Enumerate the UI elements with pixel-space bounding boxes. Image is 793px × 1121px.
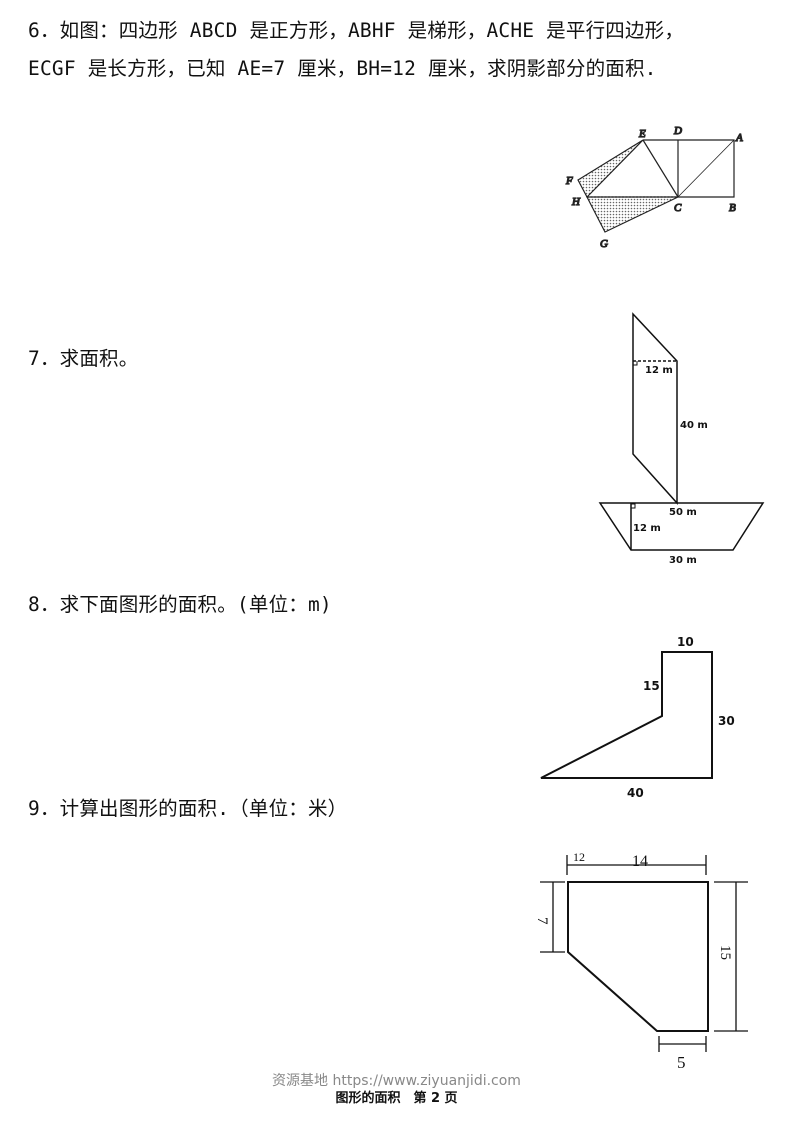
shaded-triangle-feh: [577, 139, 644, 199]
page-footer: 图形的面积 第 2 页: [335, 1091, 458, 1106]
label-12m-bottom: 12 m: [633, 523, 661, 534]
shaded-triangle-hcg: [586, 196, 679, 233]
label-30m: 30 m: [669, 555, 697, 566]
label-50m: 50 m: [669, 507, 697, 518]
label-G: G: [600, 238, 608, 250]
label-D: D: [673, 125, 682, 137]
label-15: 15: [717, 945, 733, 960]
label-40m: 40 m: [680, 420, 708, 431]
label-15: 15: [643, 679, 660, 693]
question-6-line2: ECGF 是长方形，已知 AE=7 厘米，BH=12 厘米，求阴影部分的面积.: [28, 57, 657, 80]
label-14: 14: [632, 853, 648, 870]
question-6-line1: 6．如图：四边形 ABCD 是正方形，ABHF 是梯形，ACHE 是平行四边形，: [28, 19, 685, 42]
label-12m-top: 12 m: [645, 365, 673, 376]
question-7: 7．求面积。: [28, 347, 139, 370]
label-5: 5: [677, 1053, 686, 1072]
figure-7: 12 m 40 m 50 m 12 m 30 m: [598, 312, 765, 566]
figure-6: E D A F H C B G: [564, 124, 743, 250]
label-10: 10: [677, 635, 694, 649]
label-A: A: [735, 132, 743, 144]
label-E: E: [638, 128, 646, 140]
figure-8: 10 15 30 40: [540, 635, 735, 800]
watermark: 资源基地 https://www.ziyuanjidi.com: [272, 1073, 521, 1089]
label-C: C: [674, 202, 682, 214]
label-B: B: [729, 202, 736, 214]
label-H: H: [571, 196, 581, 208]
label-F: F: [565, 175, 573, 187]
label-40: 40: [627, 786, 644, 800]
label-30: 30: [718, 714, 735, 728]
label-12: 12: [573, 850, 585, 864]
label-7: 7: [534, 917, 550, 925]
question-9: 9．计算出图形的面积.（单位：米）: [28, 797, 348, 820]
figure-9: 12 14 7 15 5: [534, 850, 748, 1072]
question-8: 8．求下面图形的面积。(单位：m): [28, 593, 332, 616]
